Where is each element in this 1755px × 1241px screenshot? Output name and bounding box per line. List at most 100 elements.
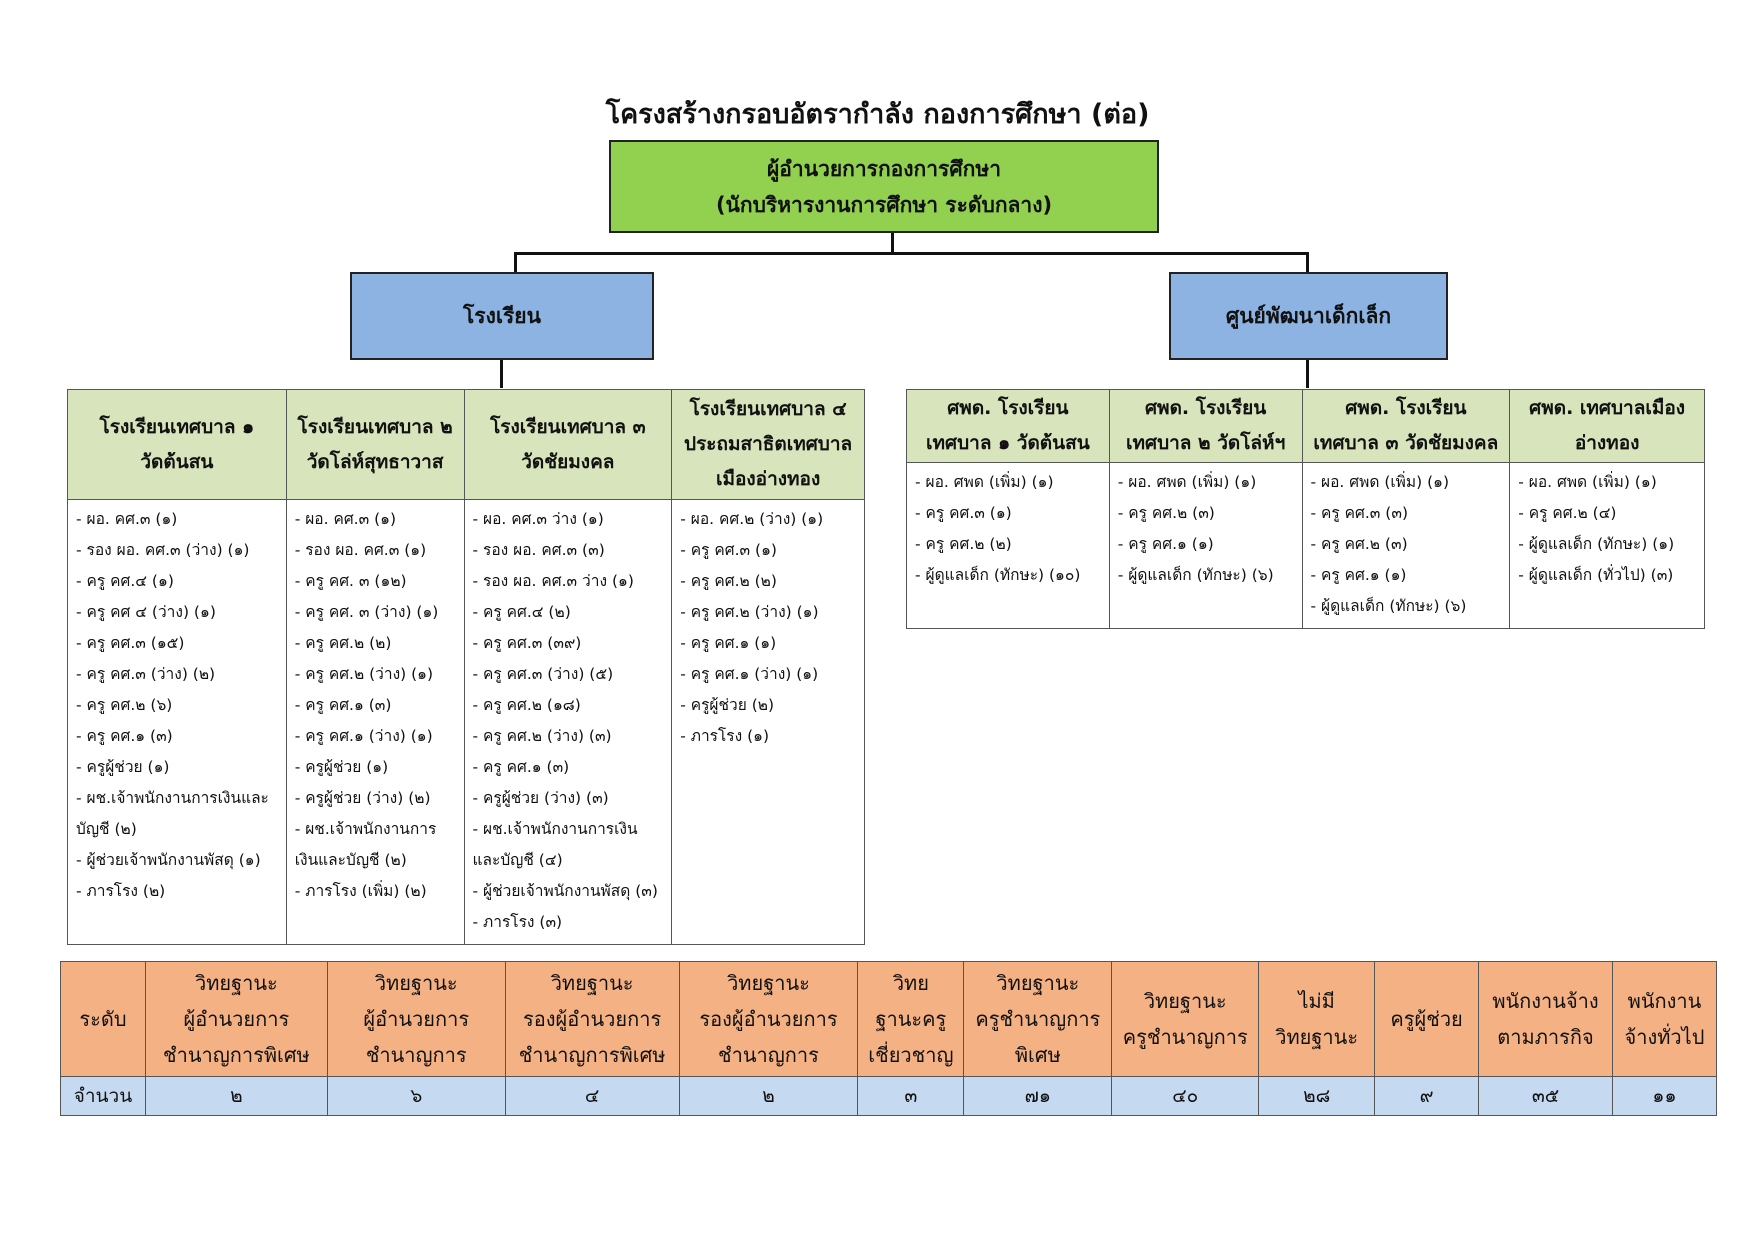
director-subtitle: (นักบริหารงานการศึกษา ระดับกลาง): [715, 192, 1053, 217]
list-item: - รอง ผอ. คศ.๓ ว่าง (๑): [472, 572, 634, 590]
school-4-staff-list: - ผอ. คศ.๒ (ว่าง) (๑) - ครู คศ.๓ (๑) - ค…: [671, 499, 865, 945]
list-item: - ผอ. คศ.๓ ว่าง (๑): [472, 510, 604, 528]
list-item: - ครูผู้ช่วย (ว่าง) (๓): [472, 789, 609, 807]
school-label: โรงเรียน: [463, 303, 541, 328]
summary-col-header: วิทยฐานะครูชำนาญการ: [1111, 961, 1260, 1077]
school-box: โรงเรียน: [350, 272, 654, 360]
list-item: - ผู้ดูแลเด็ก (ทั่วไป) (๓): [1518, 566, 1674, 584]
list-item: - ครู คศ.๓ (ว่าง) (๒): [76, 665, 216, 683]
list-item: - ครู คศ.๓ (๓๙): [472, 634, 582, 652]
school-3-header: โรงเรียนเทศบาล ๓วัดชัยมงคล: [463, 389, 673, 500]
list-item: - ครู คศ.๔ (๒): [472, 603, 571, 621]
summary-col-header: พนักงานจ้างทั่วไป: [1611, 961, 1718, 1077]
list-item: - ผู้ดูแลเด็ก (ทักษะ) (๖): [1117, 566, 1274, 584]
summary-value: ๖: [326, 1076, 506, 1116]
list-item: - ครูผู้ช่วย (๑): [76, 758, 170, 776]
list-item: - ครู คศ.๓ (๑๕): [76, 634, 185, 652]
summary-value: ๑๑: [1611, 1076, 1718, 1116]
school-2-header: โรงเรียนเทศบาล ๒วัดโล่ห์สุทธาวาส: [285, 389, 465, 500]
school-2-staff-list: - ผอ. คศ.๓ (๑) - รอง ผอ. คศ.๓ (๑) - ครู …: [285, 499, 465, 945]
list-item: - ผู้ดูแลเด็ก (ทักษะ) (๑๐): [915, 566, 1081, 584]
list-item: - ผช.เจ้าพนักงานการเงินและบัญชี (๒): [294, 820, 437, 869]
school-1-staff-list: - ผอ. คศ.๓ (๑) - รอง ผอ. คศ.๓ (ว่าง) (๑)…: [67, 499, 287, 945]
summary-col-header: ครูผู้ช่วย: [1374, 961, 1480, 1077]
list-item: - ครู คศ.๒ (ว่าง) (๑): [294, 665, 434, 683]
center-1-header: ศพด. โรงเรียนเทศบาล ๑ วัดต้นสน: [906, 389, 1110, 463]
list-item: - ครูผู้ช่วย (๑): [294, 758, 389, 776]
summary-col-header: วิทยฐานะผู้อำนวยการชำนาญการพิเศษ: [144, 961, 328, 1077]
list-item: - ผู้ดูแลเด็ก (ทักษะ) (๖): [1310, 597, 1467, 615]
list-item: - ผอ. ศพด (เพิ่ม) (๑): [915, 473, 1054, 491]
list-item: - รอง ผอ. คศ.๓ (๓): [472, 541, 605, 559]
connector-horizontal: [514, 252, 1309, 255]
center-3-staff-list: - ผอ. ศพด (เพิ่ม) (๑) - ครู คศ.๓ (๓) - ค…: [1301, 462, 1511, 629]
list-item: - ครูผู้ช่วย (ว่าง) (๒): [294, 789, 431, 807]
list-item: - ผู้ช่วยเจ้าพนักงานพัสดุ (๓): [472, 882, 658, 900]
summary-col-header: วิทยฐานะผู้อำนวยการชำนาญการ: [326, 961, 506, 1077]
director-title: ผู้อำนวยการกองการศึกษา: [767, 156, 1001, 181]
list-item: - ผอ. ศพด (เพิ่ม) (๑): [1310, 473, 1450, 491]
summary-col-header: วิทยฐานะครูชำนาญการพิเศษ: [963, 961, 1113, 1077]
summary-value: ๗๑: [963, 1076, 1113, 1116]
summary-col-header: พนักงานจ้างตามภารกิจ: [1478, 961, 1613, 1077]
summary-value: ๒: [678, 1076, 859, 1116]
list-item: - ครู คศ.๓ (ว่าง) (๕): [472, 665, 614, 683]
list-item: - ผช.เจ้าพนักงานการเงินและบัญชี (๔): [472, 820, 638, 869]
list-item: - ครู คศ.๒ (๓): [1117, 504, 1215, 522]
list-item: - ครู คศ.๑ (๑): [1310, 566, 1407, 584]
childcare-label: ศูนย์พัฒนาเด็กเล็ก: [1225, 303, 1392, 328]
list-item: - ครู คศ.๒ (๔): [1518, 504, 1617, 522]
summary-row-label: ระดับ: [60, 961, 146, 1077]
list-item: - ครู คศ ๔ (ว่าง) (๑): [76, 603, 216, 621]
list-item: - ครู คศ.๑ (๑): [680, 634, 777, 652]
summary-col-header: วิทยฐานะครูเชี่ยวชาญ: [857, 961, 965, 1077]
list-item: - ครู คศ.๒ (ว่าง) (๓): [472, 727, 612, 745]
list-item: - ครู คศ.๑ (๓): [76, 727, 173, 745]
list-item: - ผช.เจ้าพนักงานการเงินและบัญชี (๒): [76, 789, 269, 838]
schools-table: โรงเรียนเทศบาล ๑วัดต้นสน โรงเรียนเทศบาล …: [67, 389, 865, 945]
list-item: - ผู้ช่วยเจ้าพนักงานพัสดุ (๑): [76, 851, 261, 869]
summary-value: ๔๐: [1111, 1076, 1260, 1116]
list-item: - ครู คศ.๒ (ว่าง) (๑): [680, 603, 819, 621]
director-box: ผู้อำนวยการกองการศึกษา (นักบริหารงานการศ…: [609, 140, 1159, 233]
summary-value: ๒๘: [1258, 1076, 1376, 1116]
summary-table: ระดับ วิทยฐานะผู้อำนวยการชำนาญการพิเศษ ว…: [60, 961, 1718, 1116]
center-2-staff-list: - ผอ. ศพด (เพิ่ม) (๑) - ครู คศ.๒ (๓) - ค…: [1108, 462, 1303, 629]
list-item: - ครู คศ.๓ (๓): [1310, 504, 1409, 522]
center-1-staff-list: - ผอ. ศพด (เพิ่ม) (๑) - ครู คศ.๓ (๑) - ค…: [906, 462, 1110, 629]
center-4-staff-list: - ผอ. ศพด (เพิ่ม) (๑) - ครู คศ.๒ (๔) - ผ…: [1509, 462, 1705, 629]
summary-value: ๙: [1374, 1076, 1480, 1116]
list-item: - ภารโรง (๑): [680, 727, 770, 745]
connector-school-table: [500, 360, 503, 388]
list-item: - ครู คศ.๒ (๒): [680, 572, 777, 590]
list-item: - ครู คศ.๔ (๑): [76, 572, 174, 590]
summary-value: ๒: [144, 1076, 328, 1116]
list-item: - ภารโรง (๓): [472, 913, 563, 931]
list-item: - รอง ผอ. คศ.๓ (ว่าง) (๑): [76, 541, 250, 559]
summary-col-header: วิทยฐานะรองผู้อำนวยการชำนาญการพิเศษ: [504, 961, 680, 1077]
school-1-header: โรงเรียนเทศบาล ๑วัดต้นสน: [67, 389, 287, 500]
list-item: - ครู คศ.๒ (๖): [76, 696, 173, 714]
list-item: - ครู คศ.๑ (๓): [294, 696, 392, 714]
connector-childcare-table: [1306, 360, 1309, 388]
list-item: - ครู คศ.๑ (ว่าง) (๑): [680, 665, 819, 683]
list-item: - ครูผู้ช่วย (๒): [680, 696, 775, 714]
list-item: - ภารโรง (เพิ่ม) (๒): [294, 882, 427, 900]
connector-director-down: [891, 233, 894, 254]
summary-value: ๓๕: [1478, 1076, 1613, 1116]
list-item: - ครู คศ. ๓ (ว่าง) (๑): [294, 603, 439, 621]
page-title: โครงสร้างกรอบอัตรากำลัง กองการศึกษา (ต่อ…: [605, 99, 1150, 130]
school-3-staff-list: - ผอ. คศ.๓ ว่าง (๑) - รอง ผอ. คศ.๓ (๓) -…: [463, 499, 673, 945]
list-item: - ครู คศ. ๓ (๑๒): [294, 572, 407, 590]
childcare-box: ศูนย์พัฒนาเด็กเล็ก: [1169, 272, 1448, 360]
connector-school-drop: [514, 252, 517, 272]
childcare-table: ศพด. โรงเรียนเทศบาล ๑ วัดต้นสน ศพด. โรงเ…: [906, 389, 1705, 629]
list-item: - ครู คศ.๓ (๑): [680, 541, 777, 559]
center-4-header: ศพด. เทศบาลเมืองอ่างทอง: [1509, 389, 1705, 463]
list-item: - ผอ. ศพด (เพิ่ม) (๑): [1117, 473, 1257, 491]
summary-count-label: จำนวน: [60, 1076, 146, 1116]
center-2-header: ศพด. โรงเรียนเทศบาล ๒ วัดโล่ห์ฯ: [1108, 389, 1303, 463]
list-item: - รอง ผอ. คศ.๓ (๑): [294, 541, 427, 559]
list-item: - ครู คศ.๒ (๓): [1310, 535, 1408, 553]
list-item: - ผู้ดูแลเด็ก (ทักษะ) (๑): [1518, 535, 1675, 553]
